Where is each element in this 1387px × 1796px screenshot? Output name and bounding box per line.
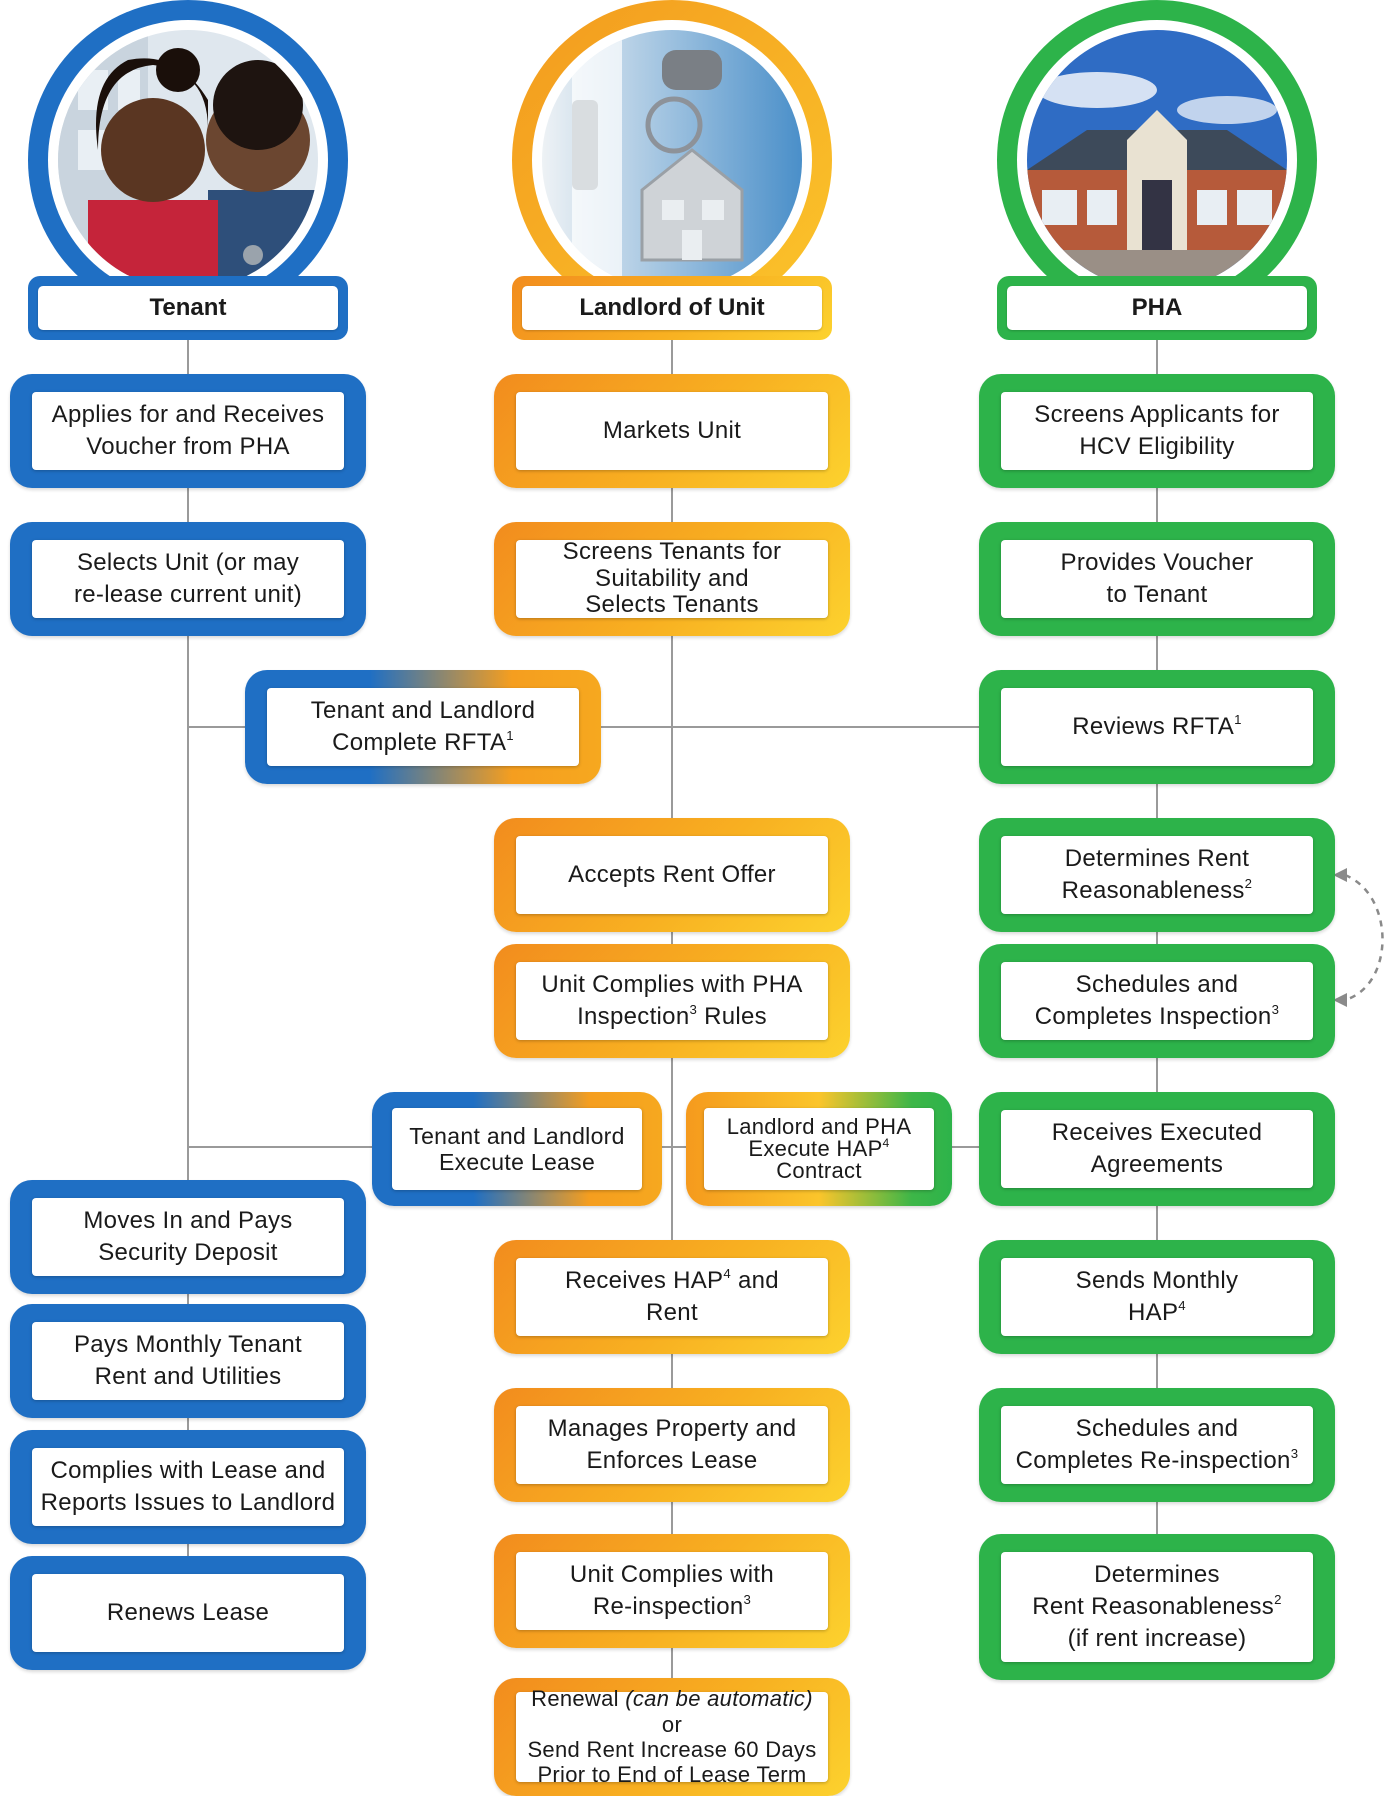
- landlord-step-label: Accepts Rent Offer: [516, 836, 828, 914]
- footnote-marker: 2: [1274, 1592, 1282, 1608]
- pha-step: Screens Applicants for HCV Eligibility: [979, 374, 1335, 488]
- landlord-step-label: Screens Tenants for Suitability and Sele…: [516, 539, 828, 618]
- pha-avatar: [997, 0, 1317, 320]
- tenant-step: Moves In and Pays Security Deposit: [10, 1180, 366, 1294]
- landlord-step: Accepts Rent Offer: [494, 818, 850, 932]
- label-text: Unit Complies with PHA Inspection3 Rules: [541, 971, 803, 1030]
- renewal-note: (can be automatic): [625, 1686, 813, 1712]
- shared-step-label: Tenant and Landlord Complete RFTA1: [267, 688, 579, 766]
- tenant-step-label: Renews Lease: [32, 1574, 344, 1652]
- shared-step-label: Landlord and PHA Execute HAP4 Contract: [704, 1108, 934, 1190]
- footnote-marker: 1: [506, 728, 514, 744]
- footnote-marker: 2: [1244, 876, 1253, 892]
- label-text: Schedules and Completes Re-inspection3: [1015, 1415, 1299, 1474]
- tenant-step-label: Pays Monthly Tenant Rent and Utilities: [32, 1322, 344, 1400]
- tenant-header: Tenant: [28, 276, 348, 340]
- pha-step: Schedules and Completes Inspection3: [979, 944, 1335, 1058]
- tenant-step: Complies with Lease and Reports Issues t…: [10, 1430, 366, 1544]
- pha-step: Determines Rent Reasonableness2 (if rent…: [979, 1534, 1335, 1680]
- pha-step: Receives Executed Agreements: [979, 1092, 1335, 1206]
- pha-step-label: Schedules and Completes Inspection3: [1001, 962, 1313, 1040]
- shared-step-label: Tenant and Landlord Execute Lease: [392, 1108, 642, 1190]
- landlord-header-label: Landlord of Unit: [522, 286, 822, 330]
- label-text: Schedules and Completes Inspection3: [1034, 971, 1280, 1030]
- pha-step-label: Determines Rent Reasonableness2 (if rent…: [1001, 1552, 1313, 1662]
- footnote-marker: 3: [689, 1002, 698, 1018]
- tenant-step-label: Selects Unit (or may re-lease current un…: [32, 540, 344, 618]
- landlord-step: Manages Property and Enforces Lease: [494, 1388, 850, 1502]
- feedback-arrow: [1344, 873, 1384, 1002]
- landlord-step-label: Receives HAP4 and Rent: [516, 1258, 828, 1336]
- pha-header: PHA: [997, 276, 1317, 340]
- pha-step: Reviews RFTA1: [979, 670, 1335, 784]
- label-text: Reviews RFTA1: [1072, 712, 1242, 741]
- pha-step-label: Provides Voucher to Tenant: [1001, 540, 1313, 618]
- landlord-photo: [542, 30, 802, 290]
- tenant-header-label: Tenant: [38, 286, 338, 330]
- landlord-step-label: Markets Unit: [516, 392, 828, 470]
- tenant-step: Applies for and Receives Voucher from PH…: [10, 374, 366, 488]
- shared-step-hap: Landlord and PHA Execute HAP4 Contract: [686, 1092, 952, 1206]
- label-text: Sends Monthly HAP4: [1075, 1267, 1239, 1326]
- pha-step-label: Sends Monthly HAP4: [1001, 1258, 1313, 1336]
- shared-step-rfta: Tenant and Landlord Complete RFTA1: [245, 670, 601, 784]
- pha-step: Schedules and Completes Re-inspection3: [979, 1388, 1335, 1502]
- footnote-marker: 1: [1234, 712, 1242, 728]
- label-text: Determines Rent Reasonableness2: [1061, 845, 1253, 904]
- footnote-marker: 4: [1178, 1298, 1186, 1314]
- pha-step: Provides Voucher to Tenant: [979, 522, 1335, 636]
- tenant-step-label: Complies with Lease and Reports Issues t…: [32, 1448, 344, 1526]
- landlord-step: Unit Complies with PHA Inspection3 Rules: [494, 944, 850, 1058]
- landlord-step: Receives HAP4 and Rent: [494, 1240, 850, 1354]
- tenant-avatar: [28, 0, 348, 320]
- tenant-step-label: Moves In and Pays Security Deposit: [32, 1198, 344, 1276]
- landlord-step-label: Unit Complies with PHA Inspection3 Rules: [516, 962, 828, 1040]
- landlord-step: Unit Complies with Re-inspection3: [494, 1534, 850, 1648]
- pha-step-label: Reviews RFTA1: [1001, 688, 1313, 766]
- shared-step-lease: Tenant and Landlord Execute Lease: [372, 1092, 662, 1206]
- landlord-step: Markets Unit: [494, 374, 850, 488]
- tenant-step: Pays Monthly Tenant Rent and Utilities: [10, 1304, 366, 1418]
- label-text: Landlord and PHA Execute HAP4 Contract: [726, 1114, 912, 1183]
- footnote-marker: 3: [1290, 1446, 1299, 1462]
- label-text: Tenant and Landlord Complete RFTA1: [310, 697, 536, 756]
- pha-photo: [1027, 30, 1287, 290]
- pha-header-label: PHA: [1007, 286, 1307, 330]
- landlord-step-label: Renewal (can be automatic) or Send Rent …: [516, 1686, 828, 1787]
- label-text: Determines Rent Reasonableness2 (if rent…: [1032, 1561, 1282, 1652]
- footnote-marker: 4: [882, 1135, 890, 1150]
- landlord-step: Screens Tenants for Suitability and Sele…: [494, 522, 850, 636]
- pha-step: Determines Rent Reasonableness2: [979, 818, 1335, 932]
- pha-step-label: Determines Rent Reasonableness2: [1001, 836, 1313, 914]
- landlord-step-label: Unit Complies with Re-inspection3: [516, 1552, 828, 1630]
- landlord-step-label: Manages Property and Enforces Lease: [516, 1406, 828, 1484]
- renewal-word: Renewal: [531, 1686, 626, 1712]
- tenant-photo: [58, 30, 318, 290]
- tenant-step: Renews Lease: [10, 1556, 366, 1670]
- renewal-rest: or Send Rent Increase 60 Days Prior to E…: [527, 1711, 817, 1788]
- landlord-avatar: [512, 0, 832, 320]
- pha-step-label: Receives Executed Agreements: [1001, 1110, 1313, 1188]
- tenant-step: Selects Unit (or may re-lease current un…: [10, 522, 366, 636]
- label-text: Receives HAP4 and Rent: [565, 1266, 779, 1326]
- footnote-marker: 4: [723, 1266, 732, 1282]
- landlord-header: Landlord of Unit: [512, 276, 832, 340]
- footnote-marker: 3: [1271, 1002, 1280, 1018]
- pha-step-label: Screens Applicants for HCV Eligibility: [1001, 392, 1313, 470]
- pha-step: Sends Monthly HAP4: [979, 1240, 1335, 1354]
- pha-step-label: Schedules and Completes Re-inspection3: [1001, 1406, 1313, 1484]
- label-text: Unit Complies with Re-inspection3: [569, 1561, 775, 1620]
- footnote-marker: 3: [743, 1592, 752, 1608]
- landlord-step-renewal: Renewal (can be automatic) or Send Rent …: [494, 1678, 850, 1796]
- tenant-step-label: Applies for and Receives Voucher from PH…: [32, 392, 344, 470]
